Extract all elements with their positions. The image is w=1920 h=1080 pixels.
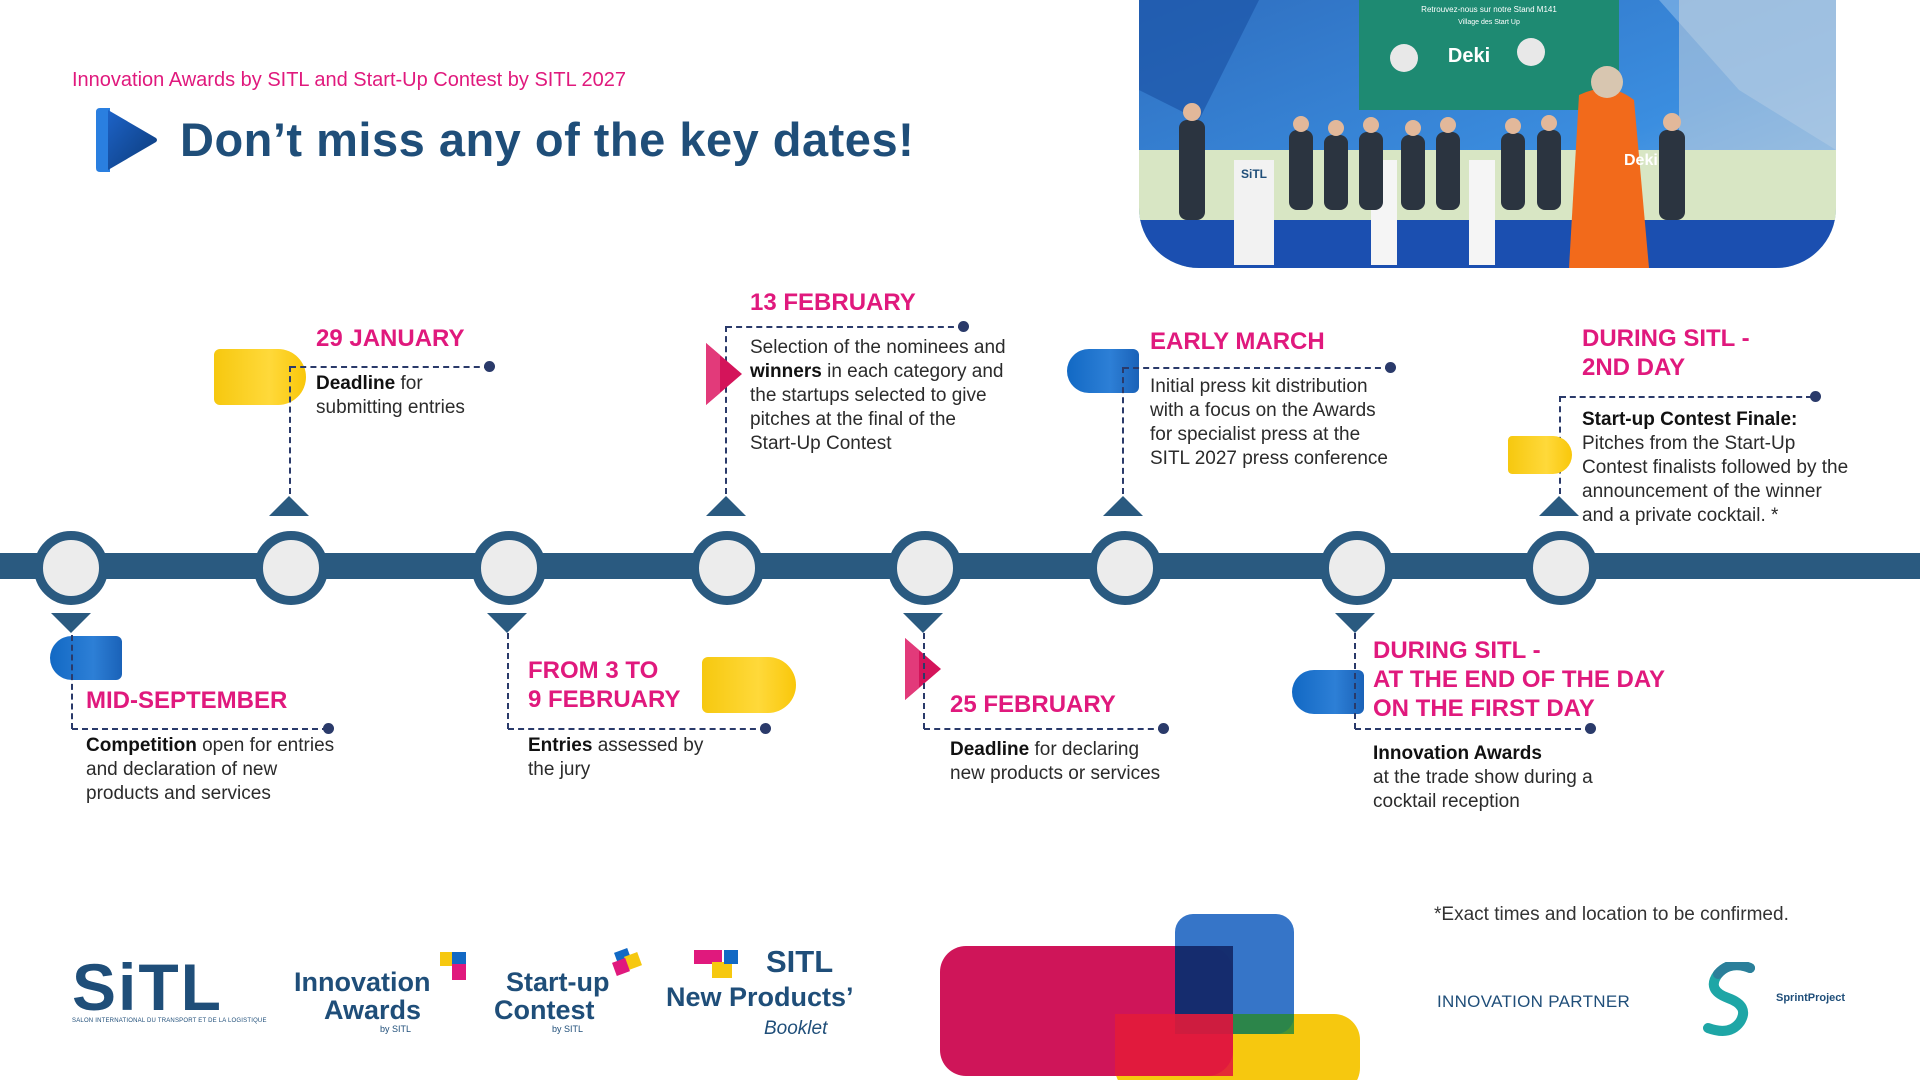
event-desc-25-february: Deadline for declaring new products or s… [950,739,1161,784]
banner-line2: Village des Start Up [1458,19,1520,26]
pointer-up-icon [706,496,746,516]
dashed-connector [1123,367,1391,369]
timeline-node-5 [888,531,962,605]
timeline-node-2 [254,531,328,605]
blue-tab-icon [1067,349,1139,393]
banner-line1: Retrouvez-nous sur notre Stand M141 [1421,5,1557,14]
header-subtitle: Innovation Awards by SITL and Start-Up C… [72,69,627,91]
awards-square-icon [440,952,454,966]
dashed-connector [289,366,291,494]
event-date-25-february: 25 FEBRUARY [950,691,1116,718]
booklet-logo-sitl: SITL [766,944,834,979]
timeline-node-6 [1088,531,1162,605]
dashed-connector [726,326,964,328]
innovation-partner-label: INNOVATION PARTNER [1437,992,1631,1011]
connector-dot [958,321,969,332]
timeline-node-3 [472,531,546,605]
pointer-up-icon [269,496,309,516]
conference-photo: Retrouvez-nous sur notre Stand M141 Vill… [1139,0,1836,268]
dashed-connector [1122,367,1124,494]
sitl-logo-text: SiTL [72,950,223,1024]
timeline-node-1 [34,531,108,605]
dashed-connector [290,366,490,368]
event-desc-mid-september: Competition open for entries and declara… [86,735,335,804]
event-desc-29-january: Deadline for submitting entries [316,373,465,418]
booklet-square-icon [694,950,722,964]
pointer-down-icon [487,613,527,633]
podium-text: SiTL [1241,167,1267,181]
footnote: *Exact times and location to be confirme… [1434,904,1789,925]
play-logo-icon [96,108,157,172]
page-title: Don’t miss any of the key dates! [180,113,915,166]
pointer-down-icon [51,613,91,633]
connector-dot [1810,391,1821,402]
sitl-logo-tagline: SALON INTERNATIONAL DU TRANSPORT ET DE L… [72,1018,267,1024]
jacket-text: Deki [1624,152,1658,169]
event-desc-sitl-2nd-day: Start-up Contest Finale: Pitches from th… [1582,409,1849,526]
dashed-connector [507,633,509,729]
sprintproject-logo-text: SprintProject [1776,992,1846,1004]
dashed-connector [71,635,73,729]
sitl-logo: SiTL SALON INTERNATIONAL DU TRANSPORT ET… [72,950,267,1024]
event-date-sitl-2nd-day: DURING SITL -2ND DAY [1582,325,1750,381]
yellow-tab-icon [214,349,306,405]
yellow-tab-icon [702,657,796,713]
event-desc-13-february: Selection of the nominees and winners in… [750,337,1006,454]
connector-dot [760,723,771,734]
booklet-logo-title: New Products’ [666,982,854,1012]
startup-contest-logo: Start-up Contest by SITL [494,967,610,1034]
timeline-node-7 [1320,531,1394,605]
banner-brand: Deki [1448,45,1490,67]
connector-dot [484,361,495,372]
blue-tab-icon [50,636,122,680]
pointer-down-icon [903,613,943,633]
event-desc-early-march: Initial press kit distribution with a fo… [1150,376,1388,469]
booklet-square-icon [712,962,732,978]
decorative-blocks-icon [940,914,1360,1080]
dashed-connector [1354,633,1356,729]
booklet-logo-subtitle: Booklet [764,1018,828,1039]
connector-dot [1385,362,1396,373]
booklet-square-icon [724,950,738,964]
event-desc-sitl-first-day: Innovation Awards at the trade show duri… [1373,743,1593,812]
dashed-connector [508,728,766,730]
awards-square-icon [452,952,466,966]
event-desc-3-9-february: Entries assessed by the jury [528,735,704,780]
timeline-node-4 [690,531,764,605]
dashed-connector [725,326,727,494]
dashed-connector [923,633,925,729]
dashed-connector [72,728,328,730]
connector-dot [323,723,334,734]
awards-square-icon [452,964,466,980]
pointer-up-icon [1103,496,1143,516]
conference-photo-illustration: Retrouvez-nous sur notre Stand M141 Vill… [1139,0,1836,268]
innovation-awards-logo: Innovation Awards by SITL [294,967,431,1034]
blue-tab-icon [1292,670,1364,714]
event-date-29-january: 29 JANUARY [316,325,465,352]
dashed-connector [1355,728,1591,730]
event-date-13-february: 13 FEBRUARY [750,289,916,316]
dashed-connector [1560,396,1812,398]
event-date-mid-september: MID-SEPTEMBER [86,687,288,714]
sprintproject-logo-icon [1703,962,1755,1036]
pointer-down-icon [1335,613,1375,633]
dashed-connector [924,728,1164,730]
pointer-up-icon [1539,496,1579,516]
timeline-node-8 [1524,531,1598,605]
event-date-early-march: EARLY MARCH [1150,328,1325,355]
pink-arrow-icon [706,343,742,405]
contest-squares-icon [612,948,642,976]
connector-dot [1585,723,1596,734]
connector-dot [1158,723,1169,734]
yellow-tab-icon [1508,436,1572,474]
